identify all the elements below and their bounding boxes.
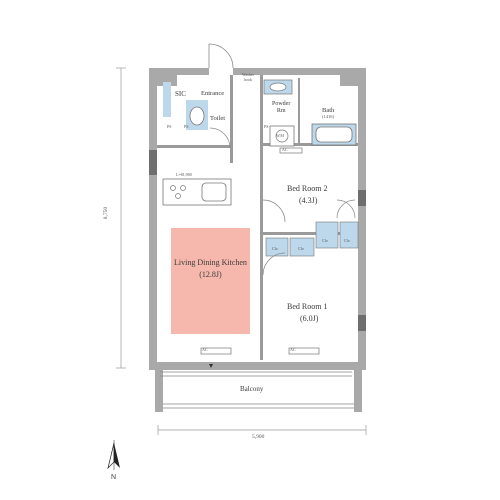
interior-walls <box>157 75 358 360</box>
bathtub <box>311 123 357 146</box>
ps-label-3: PS <box>264 124 269 129</box>
room-area-bed-room-2: (4.3J) <box>299 196 318 205</box>
room-label-bed-room-2: Bed Room 2 <box>287 184 328 193</box>
compass-icon <box>107 440 120 470</box>
window-lines <box>160 371 354 409</box>
entrance-door <box>208 43 234 69</box>
room-label-bed-room-1: Bed Room 1 <box>287 302 328 311</box>
ps-label-1: PS <box>167 124 172 129</box>
compass-north-label: N <box>111 474 117 481</box>
kitchen-counter <box>162 178 232 206</box>
room-label-entrance: Entrance <box>201 90 225 97</box>
washer-hook-label: Washer hook <box>242 72 254 82</box>
powder-vanity <box>263 79 293 95</box>
ac-label-3: AC <box>282 147 288 152</box>
room-label-balcony: Balcony <box>240 385 264 393</box>
dimension-height-label: 8,750 <box>103 206 110 220</box>
kitchen-counter-label: L=81,900 <box>176 172 192 177</box>
closet-label-3: Clo <box>322 238 328 243</box>
ldk-highlight <box>171 228 250 334</box>
toilet-fixture <box>186 100 208 130</box>
bath-size-label: (1416) <box>322 114 334 119</box>
closet-blocks <box>265 221 359 257</box>
dimension-width-label: 5,900 <box>252 434 265 440</box>
room-area-bed-room-1: (6.0J) <box>300 314 319 323</box>
ps-label-2: PS <box>184 124 189 129</box>
ac-label-2: AC <box>290 347 296 352</box>
closet-label-2: Clo <box>298 246 304 251</box>
exterior-wall-accents <box>149 150 366 331</box>
sic-shelf <box>163 82 171 117</box>
room-label-ldk: Living Dining Kitchen <box>174 258 247 267</box>
room-label-bath: Bath <box>322 107 335 114</box>
wm-label: W.M <box>276 133 284 138</box>
room-label-toilet: Toilet <box>210 115 226 122</box>
dimension-lines <box>116 67 367 435</box>
ac-units <box>200 147 320 355</box>
room-label-sic: SIC <box>175 90 186 98</box>
closet-label-1: Clo <box>272 246 278 251</box>
room-label-powder-room: Powder Rm <box>272 101 291 114</box>
room-area-ldk: (12.8J) <box>199 270 222 279</box>
ac-label-1: AC <box>202 347 208 352</box>
balcony-door-marker <box>209 364 213 368</box>
interior-door-arcs <box>209 127 356 276</box>
exterior-walls <box>149 68 366 412</box>
closet-label-4: Clo <box>344 238 350 243</box>
washer-pan <box>269 125 295 147</box>
